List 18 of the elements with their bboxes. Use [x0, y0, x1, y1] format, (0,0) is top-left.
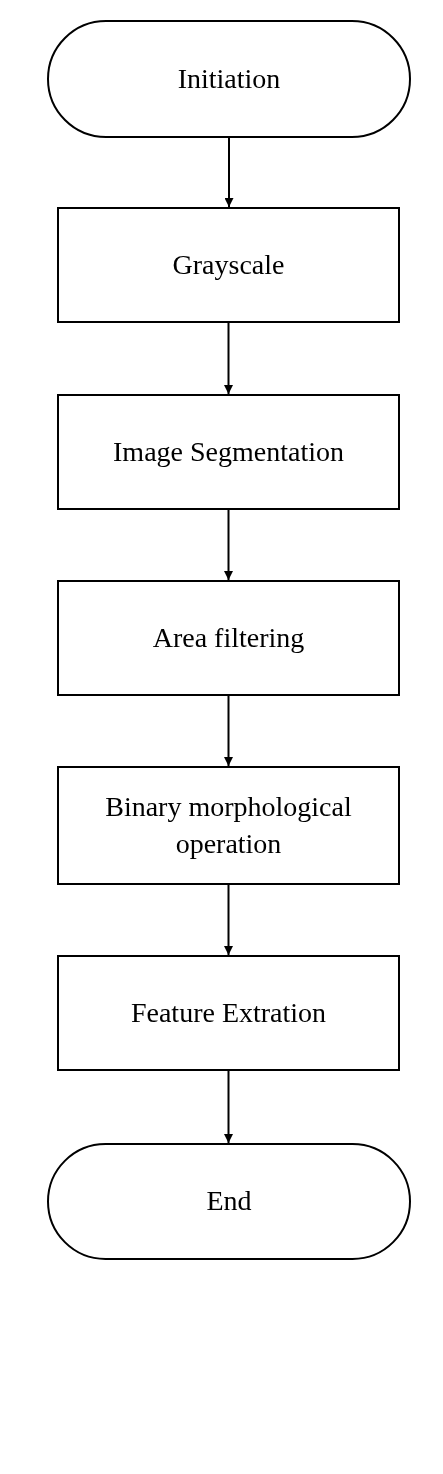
node-label: Initiation: [177, 61, 281, 96]
process-box: [57, 394, 400, 510]
process-box: [57, 207, 400, 323]
node-label: Image Segmentation: [113, 434, 344, 469]
process-box: [57, 766, 400, 885]
node-label: Feature Extration: [130, 995, 327, 1030]
arrow: [224, 137, 234, 208]
arrow: [224, 509, 233, 581]
node-label: Binary morphological operation: [104, 790, 353, 861]
process-box: [57, 580, 400, 696]
node-label: Grayscale: [172, 247, 285, 282]
node-label: End: [206, 1184, 252, 1219]
node-label: Area filtering: [152, 620, 305, 655]
arrow: [224, 695, 233, 767]
arrow: [224, 1070, 233, 1144]
arrow: [224, 322, 233, 395]
arrow: [224, 884, 233, 956]
process-box: [57, 955, 400, 1071]
